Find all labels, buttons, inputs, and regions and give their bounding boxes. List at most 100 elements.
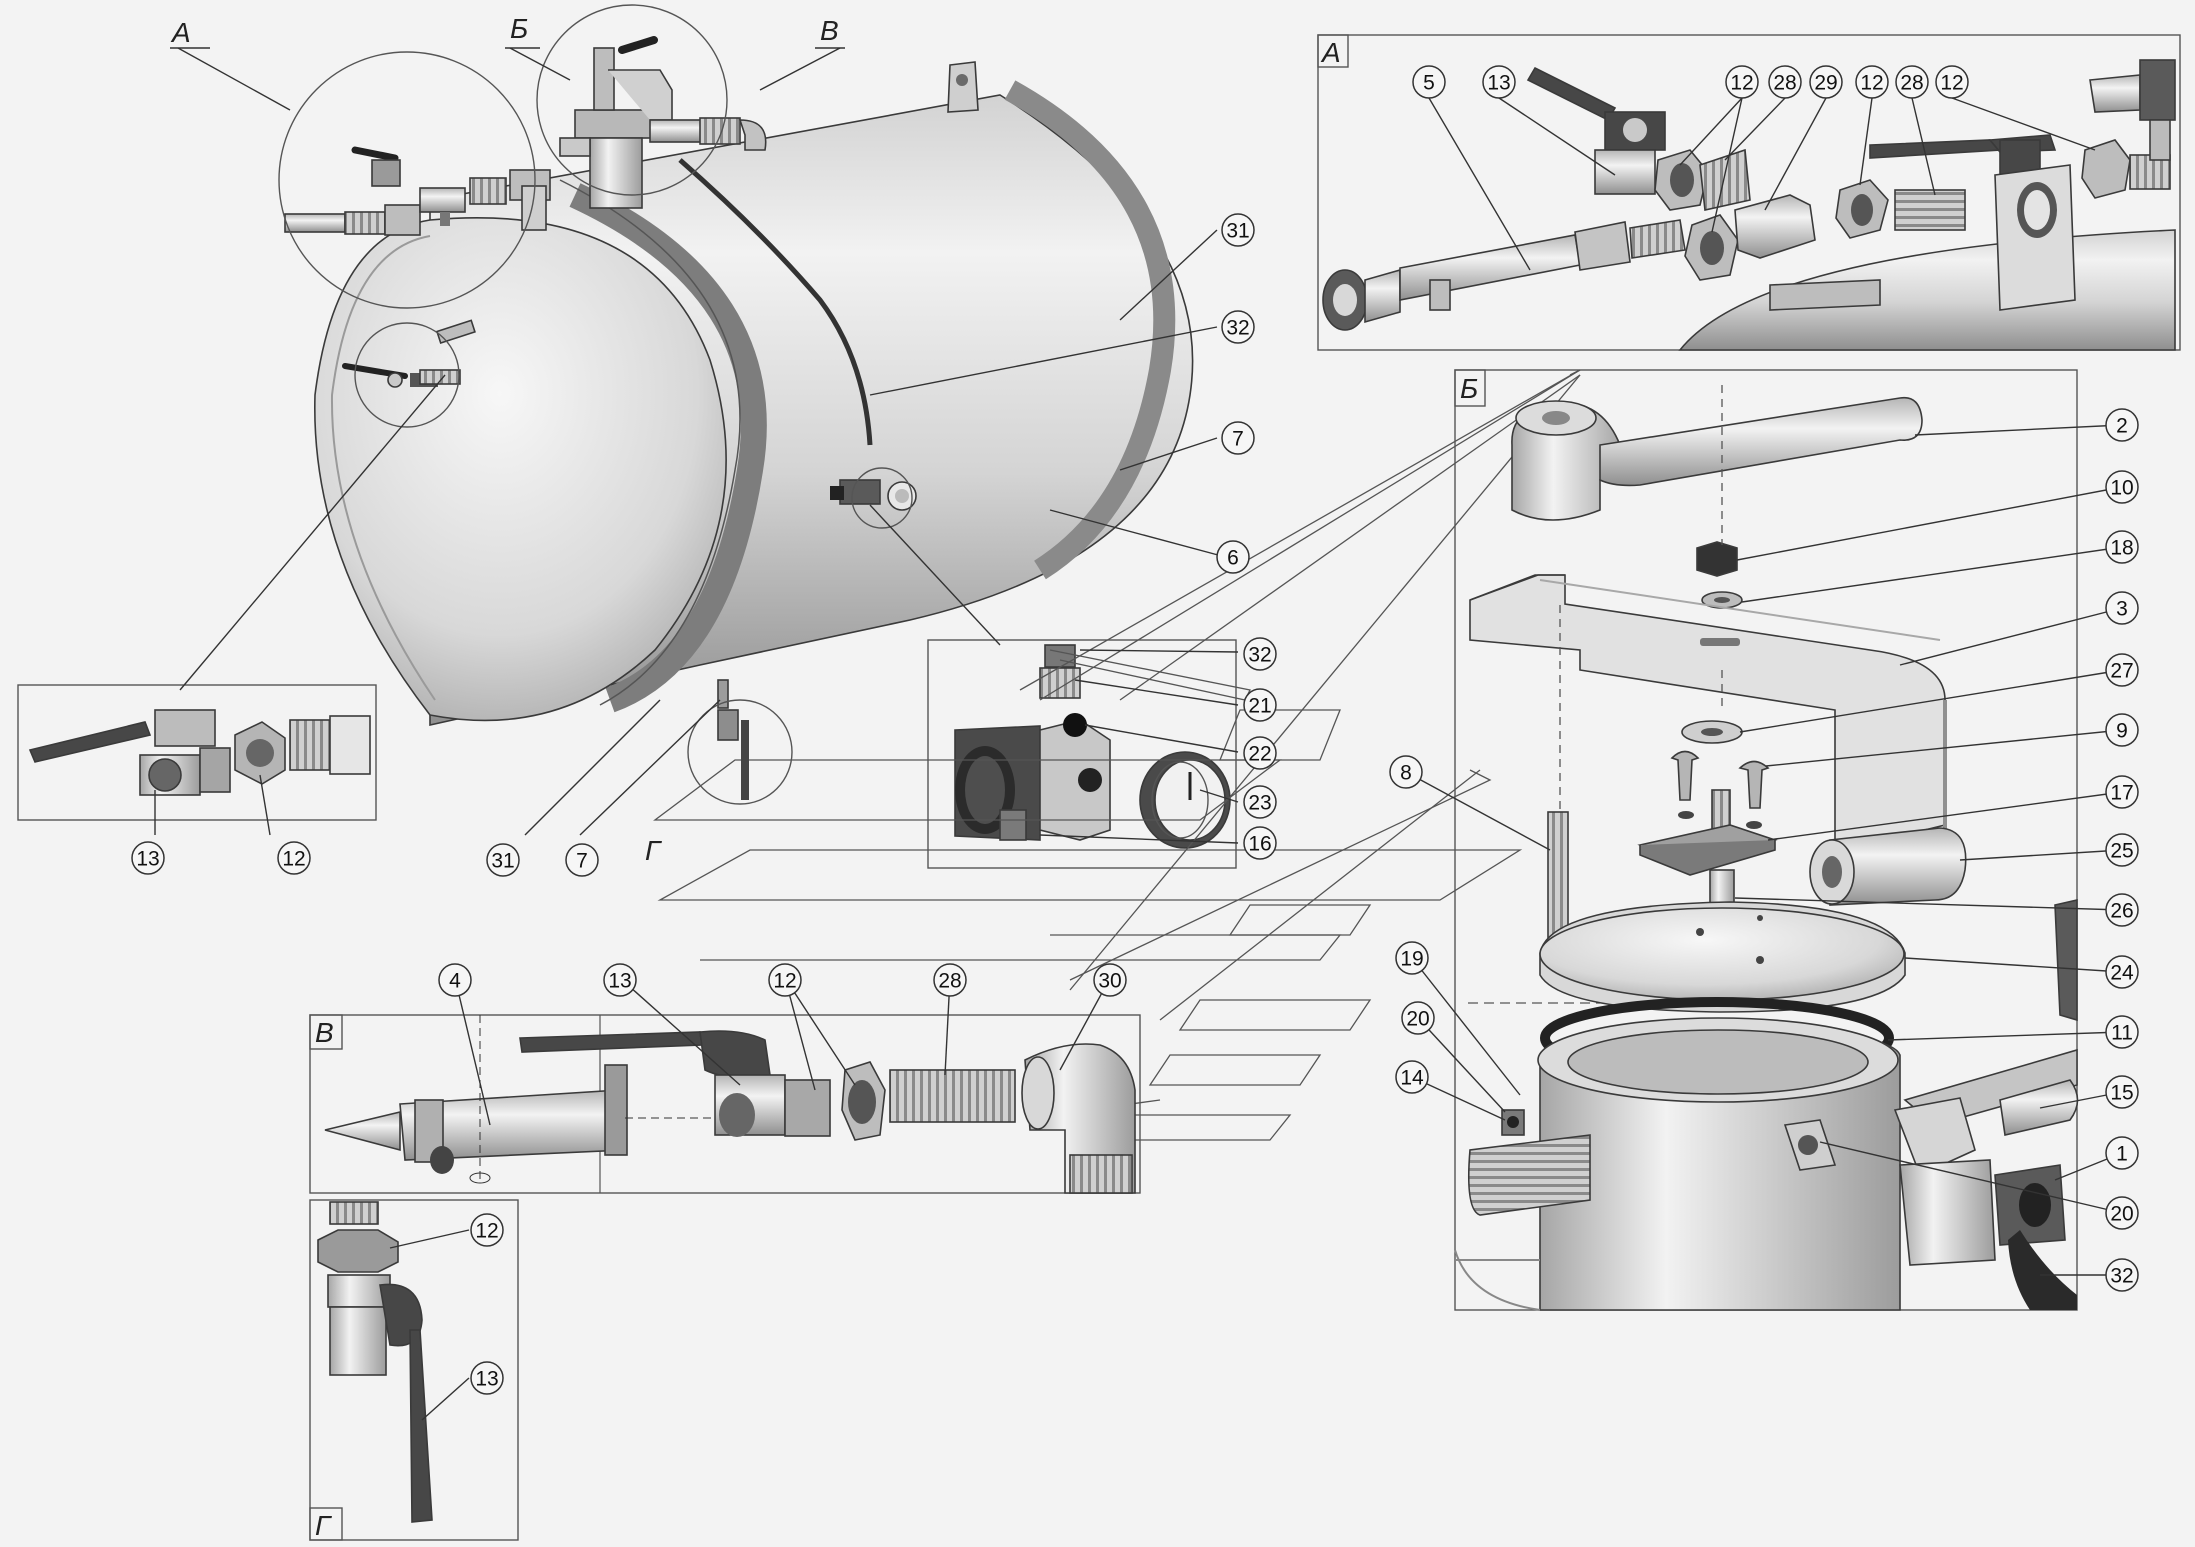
svg-text:В: В [315,1017,334,1048]
tank-valve-body [839,479,881,505]
callout-14: 14 [1395,1060,1429,1094]
svg-text:12: 12 [1730,72,1753,95]
svg-text:32: 32 [1248,644,1271,667]
callout-23: 23 [1243,785,1277,819]
svg-text:Г: Г [315,1510,332,1541]
tank [314,61,1194,726]
view-g: Г [309,1199,519,1541]
svg-text:20: 20 [1406,1008,1429,1031]
callout-11: 11 [2105,1015,2139,1049]
callout-10: 10 [2105,470,2139,504]
svg-text:21: 21 [1248,695,1271,718]
callout-2: 2 [2105,408,2139,442]
svg-text:19: 19 [1400,948,1423,971]
svg-text:12: 12 [773,970,796,993]
svg-text:13: 13 [136,848,159,871]
callout-13-g: 13 [470,1361,504,1395]
svg-text:А: А [1320,37,1341,68]
callout-13-v: 13 [603,963,637,997]
callout-12-v: 12 [768,963,802,997]
svg-text:Б: Б [1460,373,1478,404]
svg-text:12: 12 [282,848,305,871]
callout-29: 29 [1809,65,1843,99]
callout-25: 25 [2105,833,2139,867]
callout-9: 9 [2105,713,2139,747]
svg-text:Б: Б [510,13,528,44]
svg-text:24: 24 [2110,962,2134,985]
callout-12-a2: 12 [1855,65,1889,99]
view-a: А [1317,34,2181,351]
svg-text:2: 2 [2116,415,2128,438]
svg-text:30: 30 [1098,970,1121,993]
callout-15: 15 [2105,1075,2139,1109]
svg-text:13: 13 [1487,72,1510,95]
svg-text:12: 12 [475,1220,498,1243]
tank-end-cap [314,217,727,722]
view-v: В [309,1014,1141,1194]
svg-text:13: 13 [475,1368,498,1391]
svg-text:32: 32 [2110,1265,2133,1288]
callout-19: 19 [1395,941,1429,975]
callout-28-a1: 28 [1768,65,1802,99]
callout-28-v: 28 [933,963,967,997]
callout-17: 17 [2105,775,2139,809]
callout-5: 5 [1412,65,1446,99]
callout-16: 16 [1243,826,1277,860]
svg-text:14: 14 [1400,1067,1424,1090]
svg-text:8: 8 [1400,762,1412,785]
callout-12-a1: 12 [1725,65,1759,99]
callout-31-top: 31 [1221,213,1255,247]
callout-20-right: 20 [2105,1196,2139,1230]
view-markers: А Б В Г [170,13,845,866]
callout-18: 18 [2105,530,2139,564]
callout-12-inset: 12 [277,841,311,875]
callout-6-main: 6 [1216,540,1250,574]
callout-13-inset: 13 [131,841,165,875]
inset-regulator [869,504,1237,869]
inset-ball-valve [17,374,446,836]
svg-text:18: 18 [2110,537,2133,560]
callout-27: 27 [2105,653,2139,687]
callout-32-b: 32 [2105,1258,2139,1292]
svg-text:28: 28 [1773,72,1796,95]
callout-12-g: 12 [470,1213,504,1247]
svg-text:27: 27 [2110,660,2133,683]
view-b: Б [1454,369,2079,1311]
svg-text:26: 26 [2110,900,2133,923]
callout-20-left: 20 [1401,1001,1435,1035]
svg-text:17: 17 [2110,782,2133,805]
svg-text:29: 29 [1814,72,1837,95]
svg-text:28: 28 [1900,72,1923,95]
svg-text:25: 25 [2110,840,2133,863]
callout-22: 22 [1243,736,1277,770]
top-fittings [278,4,767,309]
callout-1: 1 [2105,1136,2139,1170]
svg-text:А: А [170,17,191,48]
svg-text:В: В [820,15,839,46]
svg-text:3: 3 [2116,598,2128,621]
svg-text:12: 12 [1860,72,1883,95]
callout-32-main: 32 [1221,310,1255,344]
svg-text:16: 16 [1248,833,1271,856]
callout-26: 26 [2105,893,2139,927]
svg-text:Г: Г [645,835,662,866]
callout-4: 4 [438,963,472,997]
svg-text:31: 31 [491,850,514,873]
svg-text:31: 31 [1226,220,1249,243]
callout-24: 24 [2105,955,2139,989]
svg-text:11: 11 [2111,1022,2133,1045]
callout-32-reg: 32 [1243,637,1277,671]
number-callouts: 31 32 7 6 31 7 13 12 32 21 22 23 16 5 13… [131,65,2139,1395]
callout-30: 30 [1093,963,1127,997]
svg-text:1: 1 [2116,1143,2128,1166]
callout-28-a2: 28 [1895,65,1929,99]
callout-31-bottom: 31 [486,843,520,877]
svg-text:28: 28 [938,970,961,993]
callout-13-a: 13 [1482,65,1516,99]
svg-text:15: 15 [2110,1082,2133,1105]
svg-text:4: 4 [449,970,461,993]
svg-text:5: 5 [1423,72,1435,95]
callout-8: 8 [1389,755,1423,789]
svg-text:32: 32 [1226,317,1249,340]
